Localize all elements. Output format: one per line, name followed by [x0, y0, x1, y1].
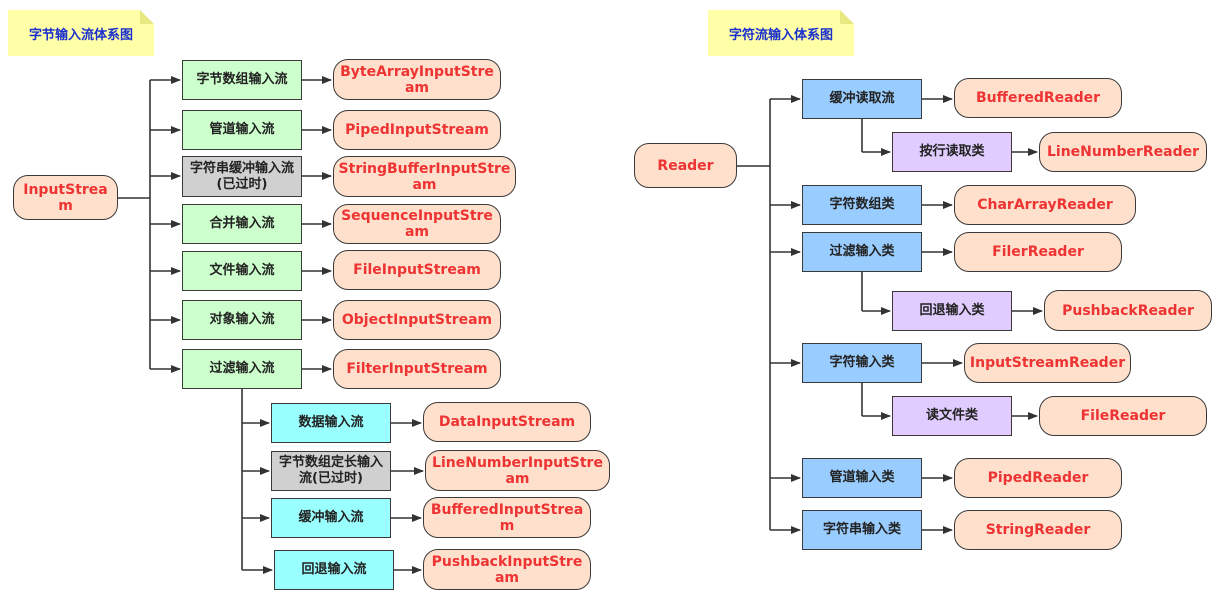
fileinputstream-node: FileInputStream — [333, 250, 501, 290]
right-diagram-title: 字符流输入体系图 — [708, 10, 854, 56]
line-number-input-label: 字节数组定长输入流(已过时) — [271, 451, 391, 491]
chararrayreader-node: CharArrayReader — [954, 185, 1136, 225]
line-read-label: 按行读取类 — [892, 132, 1012, 172]
pushbackreader-node: PushbackReader — [1044, 290, 1212, 331]
file-input-label: 文件输入流 — [182, 251, 302, 291]
string-read-label: 字符串输入类 — [802, 510, 922, 550]
bufferedreader-node: BufferedReader — [954, 78, 1122, 118]
filter-read-label: 过滤输入类 — [802, 232, 922, 272]
objectinputstream-node: ObjectInputStream — [333, 300, 501, 340]
bufferedinputstream-node: BufferedInputStream — [423, 497, 591, 538]
bytearrayinputstream-node: ByteArrayInputStream — [333, 59, 501, 100]
stringbufferinputstream-node: StringBufferInputStream — [333, 156, 516, 197]
pipedinputstream-node: PipedInputStream — [333, 110, 501, 150]
inputstreamreader-node: InputStreamReader — [964, 343, 1131, 383]
buffered-input-label: 缓冲输入流 — [271, 498, 391, 538]
datainputstream-node: DataInputStream — [423, 402, 591, 442]
file-read-label: 读文件类 — [892, 396, 1012, 436]
sequence-input-label: 合并输入流 — [182, 204, 302, 244]
piped-read-label: 管道输入类 — [802, 458, 922, 498]
filterinputstream-node: FilterInputStream — [333, 349, 501, 389]
piped-input-label: 管道输入流 — [182, 110, 302, 150]
pushbackinputstream-node: PushbackInputStream — [423, 549, 591, 590]
filerreader-node: FilerReader — [954, 232, 1122, 272]
pipedreader-node: PipedReader — [954, 458, 1122, 498]
char-array-label: 字符数组类 — [802, 185, 922, 225]
filter-input-label: 过滤输入流 — [182, 349, 302, 389]
linenumberinputstream-node: LineNumberInputStream — [425, 450, 610, 491]
linenumberreader-node: LineNumberReader — [1039, 132, 1207, 172]
char-input-label: 字符输入类 — [802, 343, 922, 383]
buffered-read-label: 缓冲读取流 — [802, 79, 922, 119]
left-diagram-title: 字节输入流体系图 — [8, 10, 154, 56]
sequenceinputstream-node: SequenceInputStream — [333, 204, 501, 244]
data-input-label: 数据输入流 — [271, 403, 391, 443]
pushback-input-label: 回退输入流 — [274, 550, 394, 590]
filereader-node: FileReader — [1039, 396, 1207, 436]
stringreader-node: StringReader — [954, 510, 1122, 550]
string-buffer-input-label: 字符串缓冲输入流(已过时) — [182, 156, 302, 197]
byte-array-input-label: 字节数组输入流 — [182, 60, 302, 100]
object-input-label: 对象输入流 — [182, 300, 302, 340]
pushback-read-label: 回退输入类 — [892, 291, 1012, 331]
reader-root: Reader — [634, 143, 737, 188]
inputstream-root: InputStream — [13, 175, 118, 220]
